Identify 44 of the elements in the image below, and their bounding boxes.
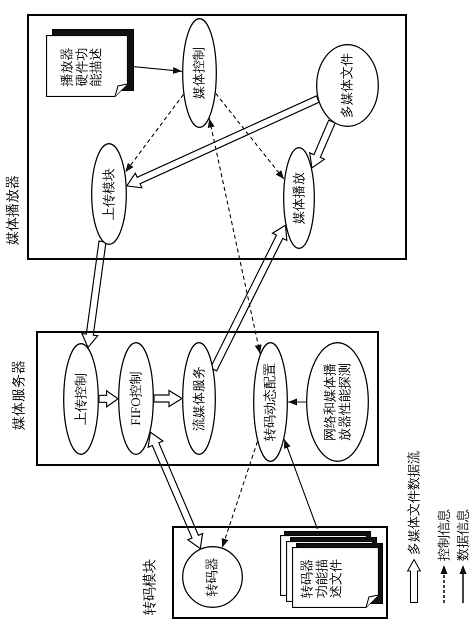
legend-label: 数据信息 [455,509,470,561]
group-title: 媒体服务器 [12,360,28,430]
hollow-arrow [147,431,204,550]
hollow-arrow [153,389,184,408]
dashed-arrow [208,118,262,354]
arrow [284,439,318,530]
node-label: 转码器 [205,558,220,596]
node-label: 上传模块 [102,168,116,220]
arrow [134,66,182,74]
node-label: 媒体控制 [192,47,207,99]
arrow [288,398,306,406]
ellipse-node [306,342,369,462]
node-label: 网络和媒体播放器性能探测 [322,362,352,442]
hollow-arrow [80,240,107,349]
hollow-arrow [126,95,320,189]
document-shape [46,28,134,97]
dashed-arrow [222,441,258,548]
node-label: 转码动态配置 [263,363,278,441]
node-label: 流媒体服务 [192,366,206,431]
node-label: 媒体播放 [292,172,306,224]
document-stack [279,529,385,608]
node-label: 播放器硬件功能描述 [60,46,104,86]
node-label: 上传控制 [74,373,88,425]
node-label: 转码器功能描述文件 [300,558,344,598]
ellipse-node [118,342,154,455]
ellipse-node [316,44,379,127]
ellipse-node [182,18,217,128]
node-label: 多媒体文件 [340,53,355,118]
hollow-arrow [210,224,288,372]
ellipse-node [283,147,315,249]
ellipse-node [91,143,127,245]
circle-node [182,546,243,608]
ellipse-node [63,343,99,455]
legend-label: 多媒体文件数据流 [406,451,421,555]
legend-label: 控制信息 [436,509,451,561]
ellipse-node [253,342,288,462]
hollow-arrow [98,390,120,408]
dashed-arrow [215,93,285,180]
group-title: 转码模块 [143,559,159,615]
dashed-arrow [124,94,184,173]
group-title: 媒体播放器 [6,175,22,245]
hollow-arrow [308,119,336,170]
ellipse-node [182,342,216,455]
node-label: FIFO控制 [128,371,144,426]
